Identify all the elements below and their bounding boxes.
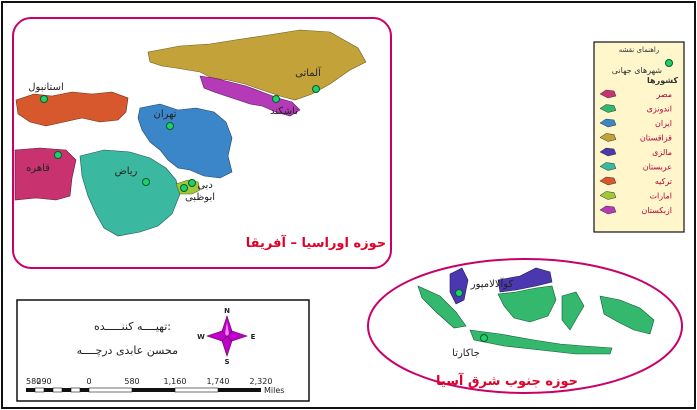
legend-items: مصر اندونزی ایران قزاقستان مالزی عربستان ترکیه…	[599, 89, 672, 215]
country-iran	[137, 103, 233, 179]
city-label-riyadh: ریاض	[115, 166, 138, 177]
scale-tick-label: 580	[26, 377, 41, 386]
legend-swatch	[599, 147, 617, 157]
city-label-cairo: قاهره	[26, 163, 50, 174]
city-marker-tashkent	[272, 95, 280, 103]
legend-item-label: مصر	[655, 90, 672, 99]
legend-item-label: امارات	[649, 192, 672, 201]
scale-tick-label: 1,160	[164, 377, 187, 386]
north-arrow-w: W	[197, 333, 205, 341]
legend-city-icon	[665, 59, 673, 67]
city-label-abu-dhabi: ابوظبی	[185, 192, 215, 203]
city-label-istanbul: استانبول	[28, 82, 63, 93]
legend-item-label: قزاقستان	[640, 134, 672, 143]
southeast-asia-frame	[367, 258, 683, 394]
legend-swatch	[599, 176, 617, 186]
north-arrow-e: E	[251, 333, 256, 341]
legend-item-label: مالزی	[652, 148, 672, 157]
city-label-kuala-lumpur: کوآلالامپور	[470, 277, 514, 290]
eurasia-africa-panel: آلماتی استانبول تهران تاشکند قاهره ریاض …	[12, 17, 392, 269]
legend-item-label: اندونزی	[647, 105, 672, 114]
credit-line2: محسن عابدی درچــــه	[77, 344, 178, 357]
credit-panel: تهیــــه کننـــــده: محسن عابدی درچــــه…	[16, 299, 310, 402]
scale-tick-label: 2,320	[250, 377, 273, 386]
legend-swatch	[599, 191, 617, 200]
legend-title: راهنمای نقشه	[619, 46, 660, 54]
north-arrow-s: S	[224, 358, 229, 366]
north-arrow: N S E W	[197, 307, 255, 366]
country-egypt	[14, 147, 77, 201]
country-kazakhstan	[147, 29, 367, 101]
legend-swatch	[599, 89, 617, 99]
legend-swatch	[599, 133, 617, 142]
southeast-asia-panel: کوآلالامپور جاکارتا حوزه جنوب شرق آسیا	[367, 258, 683, 394]
legend-swatch	[599, 162, 617, 171]
country-indonesia	[417, 285, 655, 355]
legend-swatch	[599, 118, 617, 128]
legend-swatch	[599, 205, 617, 215]
scale-unit: Miles	[264, 386, 284, 395]
panel-title-southeast-asia: حوزه جنوب شرق آسیا	[436, 372, 578, 389]
city-marker-dubai	[188, 179, 196, 187]
city-label-dubai: دبی	[197, 180, 213, 191]
country-saudi-arabia	[79, 149, 181, 237]
country-malaysia-borneo	[497, 267, 553, 293]
credit-line1: تهیــــه کننـــــده:	[94, 320, 171, 333]
legend-swatch	[599, 104, 617, 113]
scale-tick-label: 1,740	[207, 377, 230, 386]
city-label-almaty: آلماتی	[295, 66, 322, 79]
scale-tick-label: 0	[86, 377, 91, 386]
legend: راهنمای نقشه شهرهای جهانی کشورها مصر اندو…	[593, 41, 685, 233]
scale-tick-label: 290	[36, 377, 51, 386]
city-marker-jakarta	[480, 334, 488, 342]
city-marker-tehran	[166, 122, 174, 130]
credit-frame	[16, 299, 310, 402]
city-marker-riyadh	[142, 178, 150, 186]
legend-cities-label: شهرهای جهانی	[612, 66, 663, 75]
city-label-jakarta: جاکارتا	[452, 348, 480, 359]
panel-title-eurasia-africa: حوزه اوراسیا – آفریقا	[246, 234, 386, 251]
city-label-tehran: تهران	[153, 109, 176, 120]
city-marker-kuala-lumpur	[455, 289, 463, 297]
legend-countries-heading: کشورها	[647, 76, 678, 85]
city-marker-almaty	[312, 85, 320, 93]
city-label-tashkent: تاشکند	[270, 106, 298, 117]
country-uzbekistan	[199, 75, 301, 117]
scale-bar-segments	[26, 387, 261, 393]
north-arrow-n: N	[224, 307, 230, 315]
city-marker-abu-dhabi	[180, 184, 188, 192]
legend-item-label: ترکیه	[655, 177, 672, 186]
country-malaysia	[449, 267, 469, 305]
city-marker-istanbul	[40, 95, 48, 103]
legend-item-label: عربستان	[643, 163, 672, 172]
legend-item-label: ازبکستان	[641, 206, 672, 215]
scale-tick-label: 580	[124, 377, 139, 386]
city-marker-cairo	[54, 151, 62, 159]
legend-item-label: ایران	[655, 119, 672, 128]
